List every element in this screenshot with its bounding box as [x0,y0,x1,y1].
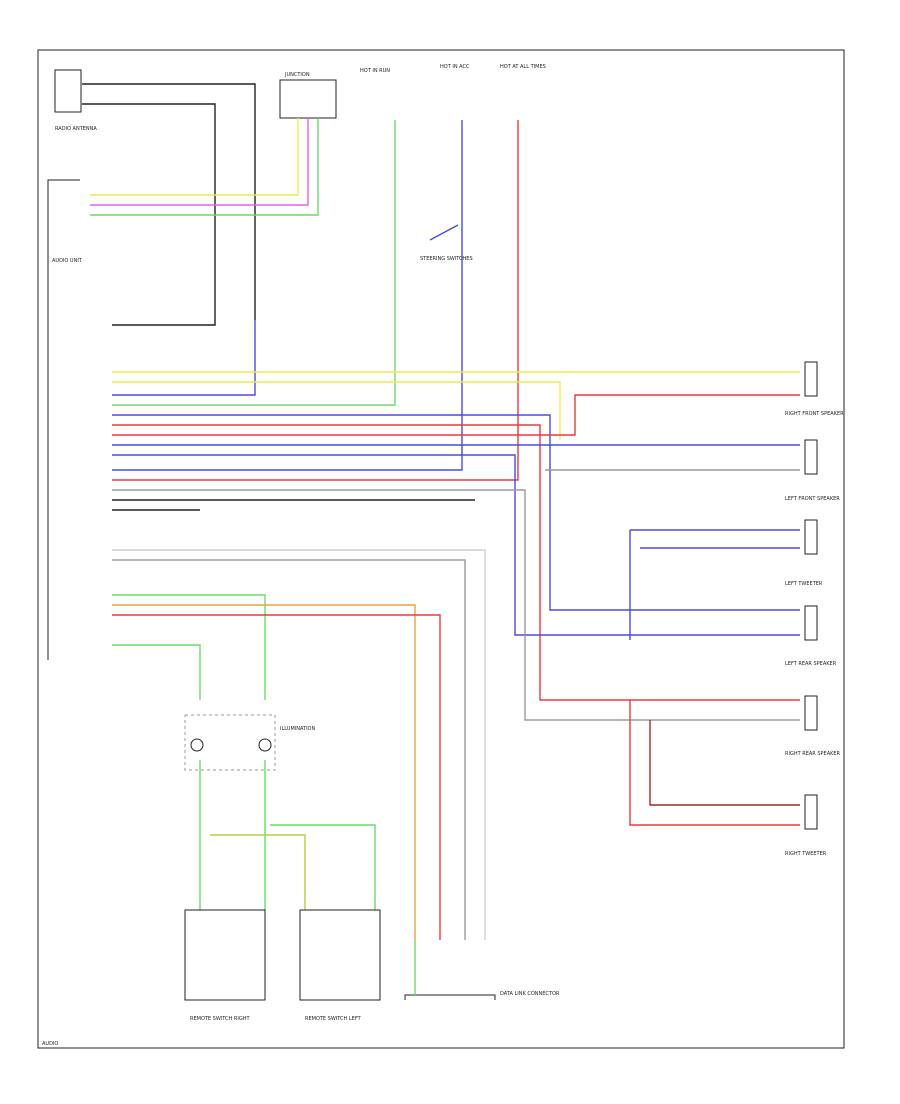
wire-sw-yellowgreen [210,834,306,910]
wire-green-top [90,118,319,216]
hot-run-label: HOT IN RUN [360,68,390,74]
wire-green-fuse [112,120,396,406]
wire-orange-lower [112,604,416,940]
wire-tweeter-r-2 [629,700,800,826]
hot-acc-label: HOT IN ACC [440,64,470,70]
remote-sw-l-label: REMOTE SWITCH LEFT [305,1016,362,1022]
bulb-left [190,738,204,752]
wire-tweeter-l-1 [629,529,800,640]
wire-gray-3 [112,559,466,940]
remote-sw-r-label: REMOTE SWITCH RIGHT [190,1016,250,1022]
illumination-box [184,714,276,771]
junction-label: JUNCTION [284,72,310,78]
wire-green-lower-2 [112,644,201,700]
speaker-connectors [804,361,818,830]
illum-label: ILLUMINATION [280,726,315,732]
wire-red-3 [112,394,800,436]
wire-tweeter-r-1 [649,720,800,806]
wire-red-2 [112,424,800,701]
wire-sw-r [270,824,376,910]
tweeter-l-label: LEFT TWEETER [785,581,823,587]
wire-white-1 [112,549,486,940]
data-link-connector [404,994,496,1000]
remote-switch-right-box [184,909,266,1001]
connector-rear-left [804,605,818,641]
wire-blue-fuse [112,120,463,471]
wire-gray-1 [112,489,800,721]
wire-steering [429,224,459,241]
front-speaker-l-label: LEFT FRONT SPEAKER [785,496,840,502]
steering-label: STEERING SWITCHES [420,256,473,262]
footer-label: AUDIO [42,1041,58,1047]
wire-pink-top [90,118,309,206]
wire-green-lower [112,594,266,700]
hot-all-label: HOT AT ALL TIMES [500,64,546,70]
audio-unit-label: AUDIO UNIT [52,258,83,264]
bulb-right [258,738,272,752]
data-link-label: DATA LINK CONNECTOR [500,991,560,997]
connector-rear-right [804,695,818,731]
connector-front-left [804,439,818,475]
radio-antenna-label: RADIO ANTENNA [55,126,97,132]
rear-speaker-l-label: LEFT REAR SPEAKER [785,661,837,667]
wire-yellow-2 [112,381,561,440]
connector-front-right [804,361,818,397]
front-speaker-r-label: RIGHT FRONT SPEAKER [785,411,844,417]
wire-red-fuse [112,120,519,481]
audio-unit-outline [47,179,80,660]
connector-tweeter-right [804,794,818,830]
wire-red-lower [112,614,441,940]
diagram-border [37,49,845,1049]
tweeter-r-label: RIGHT TWEETER [785,851,827,857]
remote-switch-left-box [299,909,381,1001]
junction-box [279,79,337,119]
wire-blue-antenna [112,320,256,396]
wire-yellow-top [90,118,299,196]
wire-antenna-1 [82,83,256,320]
connector-tweeter-left [804,519,818,555]
wire-blue-2 [112,414,800,611]
wire-blue-4 [112,454,800,636]
rear-speaker-r-label: RIGHT REAR SPEAKER [785,751,841,757]
radio-antenna-box [54,69,82,113]
